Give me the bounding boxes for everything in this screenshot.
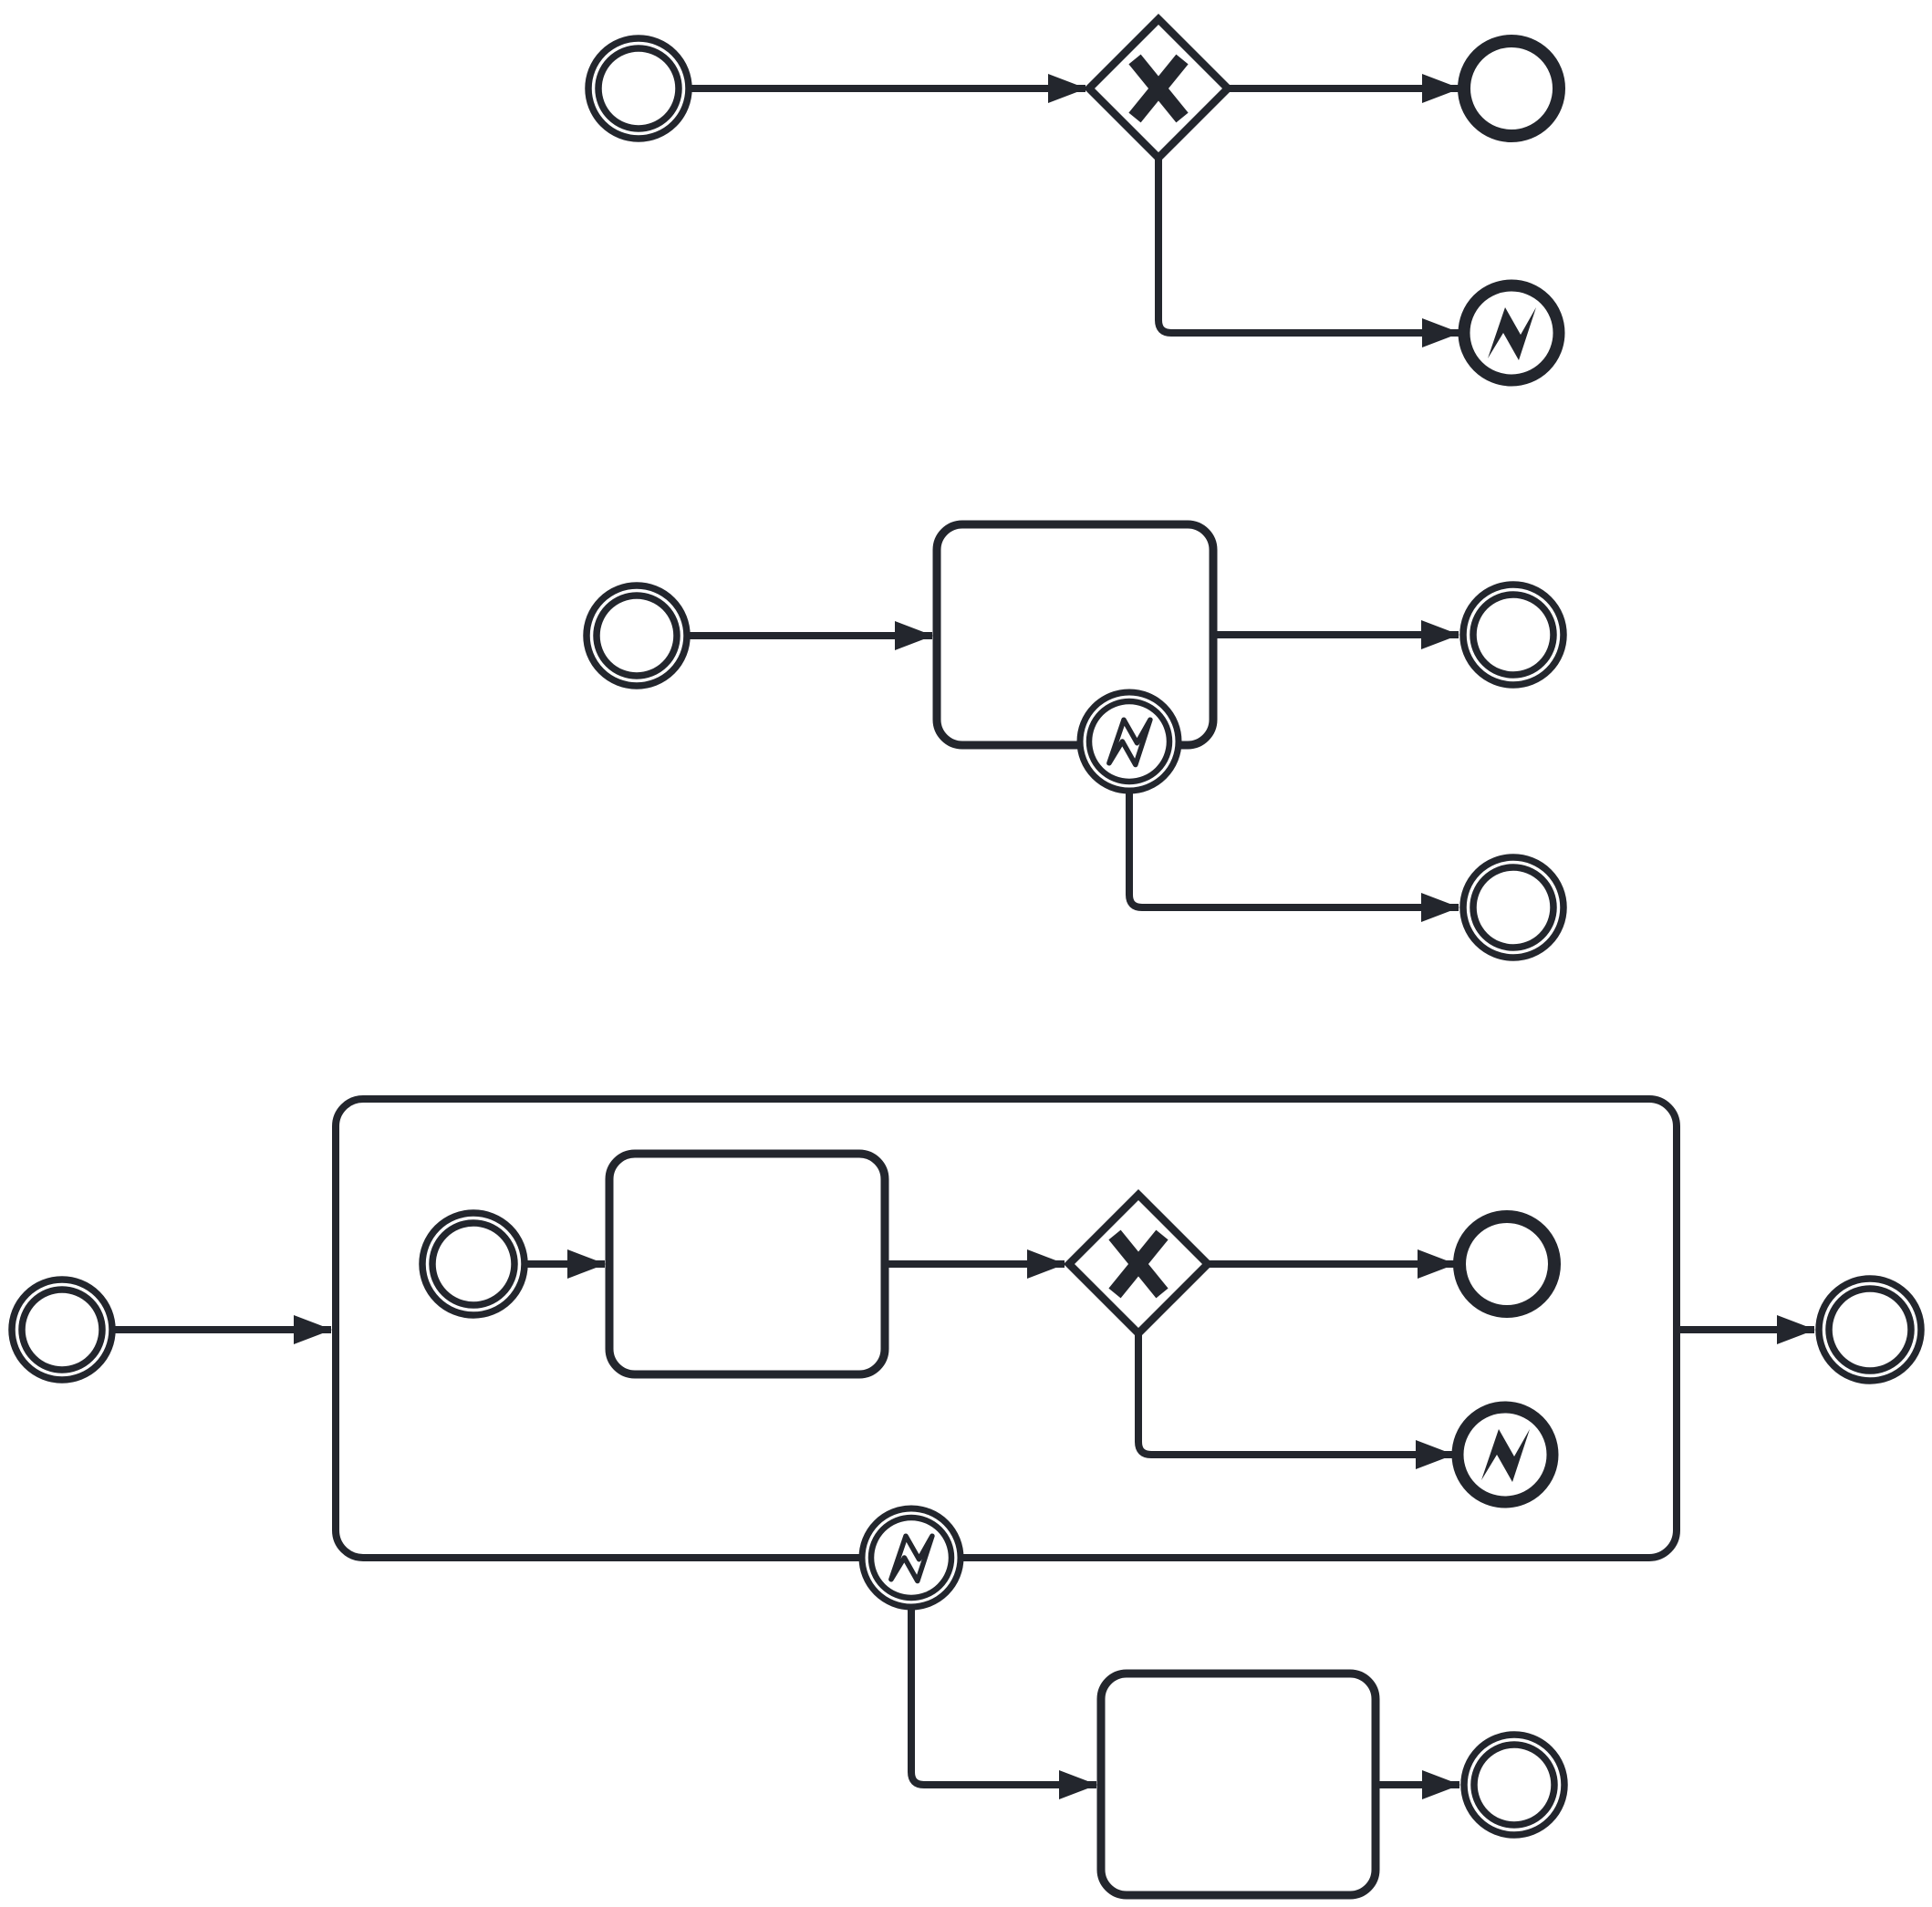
start-event-1[interactable] xyxy=(585,35,692,142)
xor-x-icon xyxy=(1128,54,1189,123)
start-event-4[interactable] xyxy=(419,1209,528,1319)
error-bolt-icon xyxy=(1481,1429,1530,1482)
boundary-error-event-1[interactable] xyxy=(1076,689,1182,794)
sequence-flow-11[interactable] xyxy=(1135,1334,1454,1469)
error-end-event-1[interactable] xyxy=(1458,279,1565,387)
error-bolt-icon xyxy=(1488,307,1536,360)
end-event-6[interactable] xyxy=(1815,1275,1925,1384)
error-bolt-icon xyxy=(888,1533,935,1584)
sequence-flow-3[interactable] xyxy=(1155,159,1460,347)
end-event-4[interactable] xyxy=(1453,1210,1561,1318)
end-event-2[interactable] xyxy=(1459,581,1567,689)
error-end-event-2[interactable] xyxy=(1451,1401,1559,1508)
xor-gateway-1[interactable] xyxy=(1083,13,1234,164)
task-1[interactable] xyxy=(932,520,1218,750)
xor-gateway-2[interactable] xyxy=(1063,1188,1214,1340)
end-event-5[interactable] xyxy=(1460,1731,1568,1839)
task-3[interactable] xyxy=(1096,1669,1380,1900)
sequence-flow-6[interactable] xyxy=(1126,792,1459,922)
sequence-flow-12[interactable] xyxy=(908,1608,1097,1799)
task-2[interactable] xyxy=(605,1149,889,1379)
xor-x-icon xyxy=(1108,1229,1169,1299)
error-bolt-icon xyxy=(1106,717,1153,768)
end-event-1[interactable] xyxy=(1458,35,1565,142)
end-event-3[interactable] xyxy=(1459,854,1567,961)
boundary-error-event-2[interactable] xyxy=(858,1505,964,1611)
start-event-3[interactable] xyxy=(8,1276,116,1384)
start-event-2[interactable] xyxy=(583,582,691,689)
